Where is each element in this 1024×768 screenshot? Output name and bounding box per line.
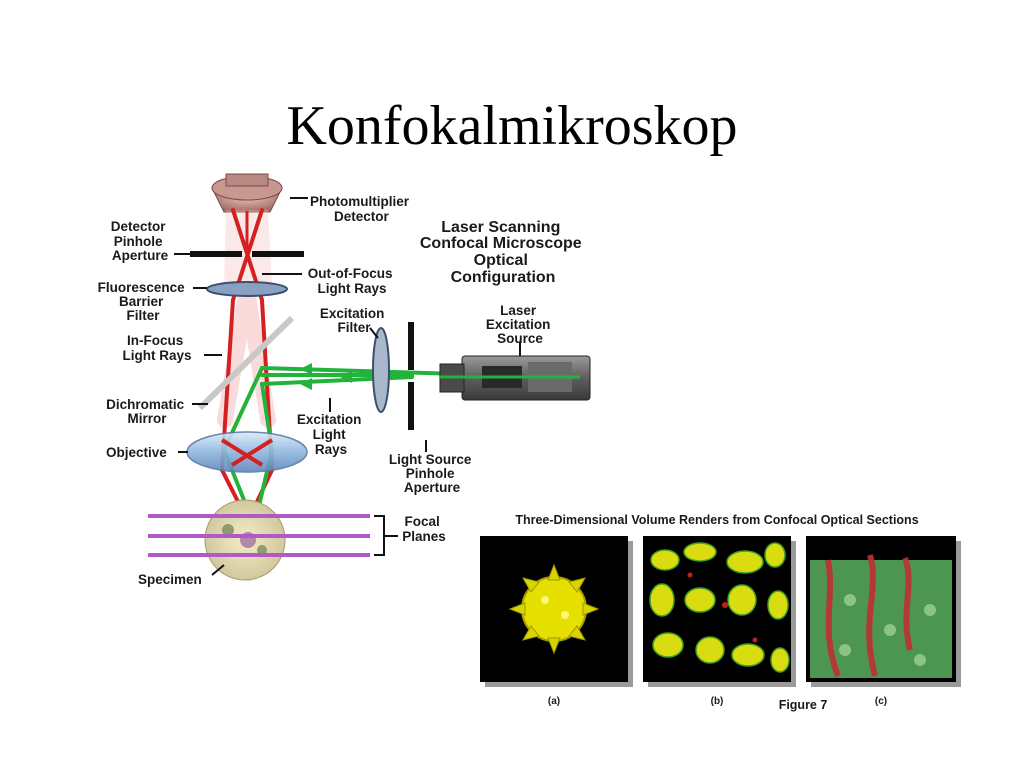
leader-lines bbox=[174, 197, 521, 576]
label-laser-source: Laser Excitation Source bbox=[486, 303, 554, 346]
panel-label-a: (a) bbox=[548, 696, 560, 707]
label-excitation-rays: Excitation Light Rays bbox=[297, 412, 365, 457]
label-excitation-filter: Excitation Filter bbox=[320, 306, 388, 335]
excitation-filter bbox=[372, 327, 390, 413]
label-source-pinhole: Light Source Pinhole Aperture bbox=[389, 452, 475, 495]
render-panel-a bbox=[480, 536, 633, 687]
label-photomultiplier: Photomultiplier Detector bbox=[310, 194, 413, 224]
diagram-title-line: Optical bbox=[474, 252, 528, 269]
barrier-filter bbox=[206, 281, 288, 297]
label-out-of-focus: Out-of-Focus Light Rays bbox=[308, 266, 397, 296]
panel-label-b: (b) bbox=[711, 696, 724, 707]
label-barrier-filter: Fluorescence Barrier Filter bbox=[98, 280, 189, 323]
photomultiplier-detector bbox=[211, 173, 283, 213]
render-panel-b bbox=[643, 536, 796, 687]
detector-pinhole-aperture bbox=[190, 251, 304, 257]
panel-label-c: (c) bbox=[875, 696, 887, 707]
label-objective: Objective bbox=[106, 445, 167, 460]
diagram-title: Laser Scanning Confocal Microscope Optic… bbox=[420, 219, 586, 286]
excitation-arrows bbox=[300, 363, 352, 390]
diagram-title-line: Confocal Microscope bbox=[420, 235, 582, 252]
light-source-pinhole bbox=[408, 322, 414, 430]
laser-excitation-source bbox=[439, 355, 591, 401]
figure-title: Three-Dimensional Volume Renders from Co… bbox=[515, 513, 918, 527]
label-dichromatic: Dichromatic Mirror bbox=[106, 397, 188, 426]
label-in-focus: In-Focus Light Rays bbox=[122, 333, 191, 363]
specimen bbox=[204, 499, 286, 581]
focal-planes bbox=[148, 514, 370, 557]
render-panel-c bbox=[806, 536, 961, 687]
diagram-title-line: Laser Scanning bbox=[441, 219, 560, 236]
figure-caption: Figure 7 bbox=[779, 698, 828, 712]
objective-lens bbox=[186, 431, 308, 473]
label-focal-planes: Focal Planes bbox=[402, 514, 446, 544]
slide-title: Konfokalmikroskop bbox=[286, 95, 738, 157]
label-detector-pinhole: Detector Pinhole Aperture bbox=[111, 219, 170, 263]
diagram-title-line: Configuration bbox=[451, 269, 556, 286]
dichromatic-mirror bbox=[197, 315, 295, 411]
focal-bracket bbox=[374, 515, 398, 556]
label-specimen: Specimen bbox=[138, 572, 202, 587]
